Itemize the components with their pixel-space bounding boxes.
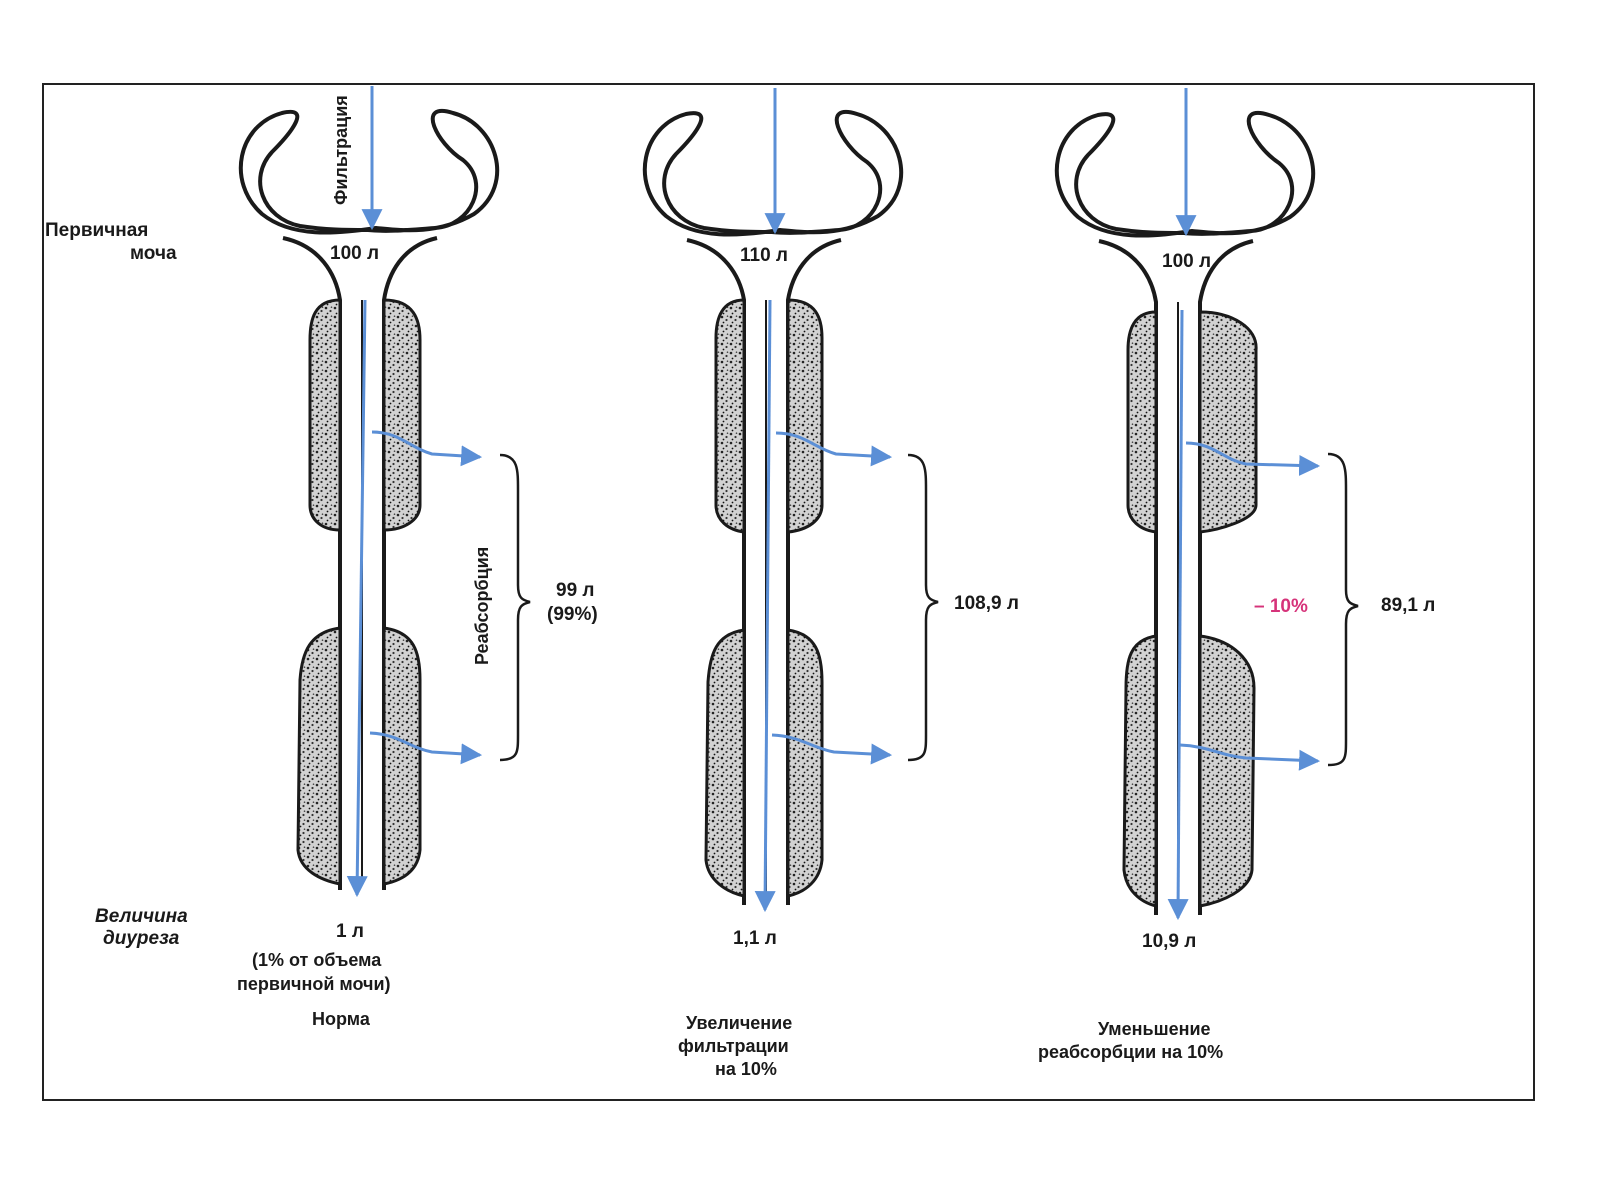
output-volume-increased: 1,1 л: [733, 928, 777, 949]
reabsorption-arrow-lower: [369, 731, 483, 765]
reabsorption-arrow-upper: [1185, 441, 1321, 476]
epithelium-upper-right: [382, 298, 422, 532]
nephron-increased-filtration: [642, 88, 939, 913]
output-note-line2: первичной мочи): [237, 974, 391, 994]
caption-increased-line3: на 10%: [715, 1059, 777, 1079]
reabsorption-arrow-upper: [775, 431, 893, 467]
reabsorption-arrow-upper: [371, 430, 483, 467]
reabsorption-brace: [1327, 452, 1359, 767]
epithelium-lower-right: [382, 626, 422, 886]
epithelium-upper-left: [714, 298, 746, 534]
caption-increased-line1: Увеличение: [686, 1013, 792, 1033]
epithelium-lower-left: [1122, 634, 1158, 908]
reabsorption-change-reduced: – 10%: [1254, 596, 1308, 617]
epithelium-lower-left: [296, 626, 342, 886]
caption-normal: Норма: [312, 1009, 371, 1029]
primary-urine-label-line2: моча: [130, 243, 177, 264]
reabsorption-percent-normal: (99%): [547, 604, 598, 625]
reabsorption-brace: [499, 453, 531, 762]
epithelium-upper-right: [1198, 310, 1258, 534]
epithelium-lower-right: [786, 628, 824, 898]
diuresis-label-line2: диуреза: [103, 928, 180, 949]
epithelium-lower-right: [1198, 634, 1256, 908]
reabsorption-volume-reduced: 89,1 л: [1381, 595, 1435, 616]
epithelium-upper-left: [1126, 310, 1158, 534]
output-note-line1: (1% от объема: [252, 950, 382, 970]
filtration-volume-increased: 110 л: [740, 245, 788, 266]
glomerular-capsule: [238, 109, 500, 235]
reabsorption-volume-normal: 99 л: [556, 580, 594, 601]
diuresis-label-line1: Величина: [95, 906, 188, 927]
nephron-normal: [238, 86, 531, 898]
tubular-flow-arrow: [754, 299, 776, 913]
glomerular-capsule: [642, 110, 904, 237]
caption-increased-line2: фильтрации: [678, 1036, 789, 1056]
caption-reduced-line2: реабсорбции на 10%: [1038, 1042, 1223, 1062]
epithelium-lower-left: [704, 628, 746, 898]
glomerular-capsule: [1054, 111, 1316, 238]
filtration-volume-reduced: 100 л: [1162, 251, 1211, 272]
reabsorption-arrow-lower: [1179, 743, 1321, 771]
output-volume-reduced: 10,9 л: [1142, 931, 1196, 952]
reabsorption-volume-increased: 108,9 л: [954, 593, 1019, 614]
output-volume-normal: 1 л: [336, 921, 364, 942]
primary-urine-label-line1: Первичная: [45, 220, 148, 241]
filtration-volume-normal: 100 л: [330, 243, 379, 264]
filtration-label: Фильтрация: [331, 95, 351, 205]
nephron-reduced-reabsorption: [1054, 88, 1359, 921]
reabsorption-label: Реабсорбция: [472, 547, 492, 665]
epithelium-upper-right: [786, 298, 824, 534]
figure-frame: [42, 83, 1535, 1101]
tubule-right-wall: [1198, 239, 1254, 915]
tubular-flow-arrow: [346, 299, 368, 898]
reabsorption-brace: [907, 453, 939, 762]
reabsorption-arrow-lower: [771, 733, 893, 765]
caption-reduced-line1: Уменьшение: [1098, 1019, 1211, 1039]
tubule-left-wall: [1098, 239, 1158, 915]
epithelium-upper-left: [308, 298, 342, 532]
tubular-flow-arrow: [1167, 309, 1189, 921]
